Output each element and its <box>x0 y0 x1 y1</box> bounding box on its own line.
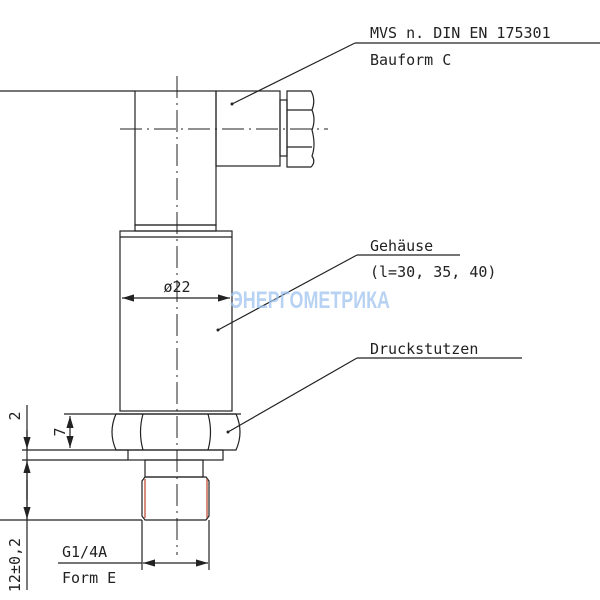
watermark: ЭНЕРГОМЕТРИКА <box>230 287 390 314</box>
dim-12-label: 12±0,2 <box>6 538 24 592</box>
thread-form-label: Form E <box>62 569 116 587</box>
dim-7-label: 7 <box>51 427 69 436</box>
port-label: Druckstutzen <box>370 340 478 358</box>
connector-label: MVS n. DIN EN 175301 <box>370 24 551 42</box>
dim-2-label: 2 <box>6 411 24 420</box>
housing <box>119 230 233 412</box>
connector-sublabel: Bauform C <box>370 51 451 69</box>
dimensions <box>23 294 230 590</box>
pressure-port <box>0 413 241 521</box>
diameter-label: ø22 <box>163 278 190 296</box>
housing-sublabel: (l=30, 35, 40) <box>370 263 496 281</box>
leader-lines <box>216 42 600 434</box>
thread-label: G1/4A <box>62 543 107 561</box>
housing-label: Gehäuse <box>370 237 433 255</box>
connector <box>0 90 315 232</box>
